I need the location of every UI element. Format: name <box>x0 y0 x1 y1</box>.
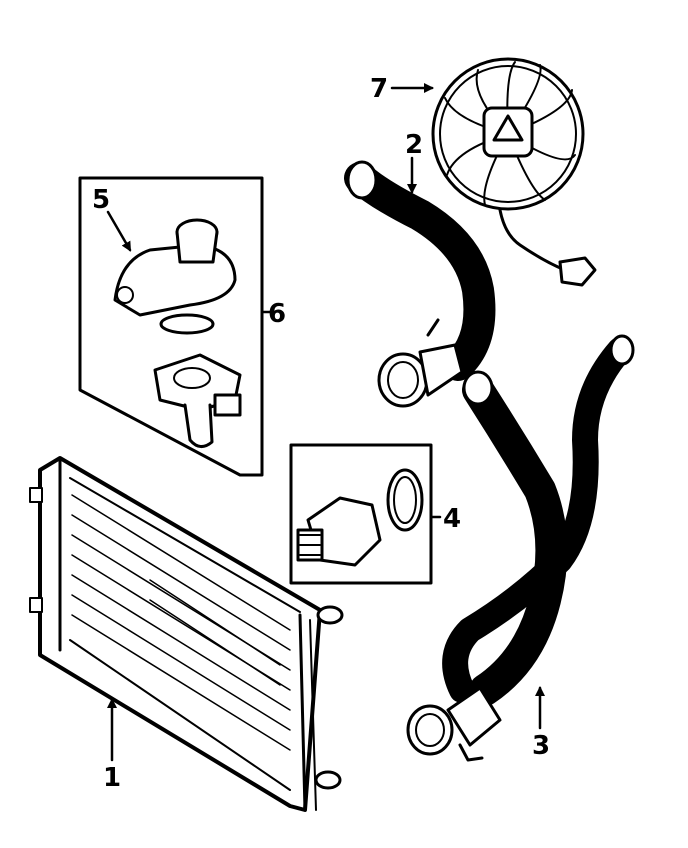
callout-labels: 7 2 5 6 4 1 3 <box>92 74 550 793</box>
water-pump-group <box>289 443 433 585</box>
callout-6: 6 <box>268 299 286 329</box>
thermostat-cover <box>153 353 242 448</box>
radiator <box>29 456 344 812</box>
leader-5 <box>106 210 132 252</box>
upper-radiator-hose <box>344 160 496 408</box>
cooling-fan <box>431 57 597 287</box>
thermostat-housing <box>113 218 237 317</box>
callout-4: 4 <box>443 504 461 534</box>
leader-lines <box>106 83 545 762</box>
thermostat-housing-group <box>78 176 264 477</box>
callout-7: 7 <box>370 74 388 104</box>
water-pump <box>296 496 382 567</box>
callout-2: 2 <box>405 130 423 160</box>
thermostat-gasket <box>159 313 215 335</box>
callout-1: 1 <box>103 763 121 793</box>
callout-3: 3 <box>532 731 550 761</box>
lower-radiator-hose <box>406 334 635 762</box>
callout-5: 5 <box>92 185 110 215</box>
